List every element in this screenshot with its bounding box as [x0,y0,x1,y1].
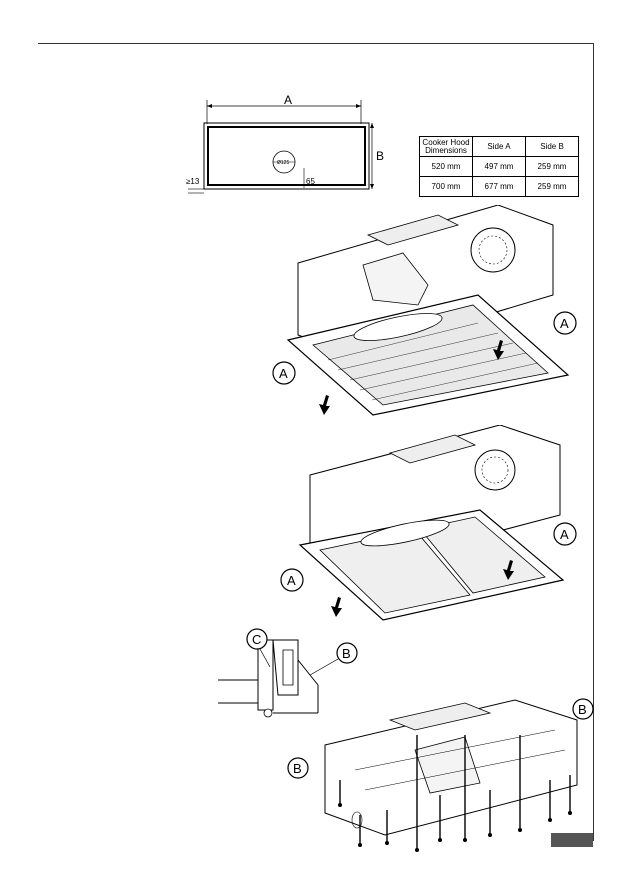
callout-b-circle [336,642,358,664]
callout-a-label: A [560,316,569,331]
table-cell: 677 mm [472,176,526,197]
callout-a-label: A [560,527,569,542]
callout-a-circle: A [553,311,577,335]
page-tab-marker [551,833,593,847]
table-cell: 700 mm [419,176,473,197]
table-cell: 259 mm [525,156,579,177]
table-header: Cooker Hood Dimensions [419,136,473,157]
callout-a-label: A [287,573,296,588]
table-header: Side A [472,136,526,157]
table-cell: 520 mm [419,156,473,177]
callout-c-label: C [252,632,261,647]
table-header-row: Cooker Hood Dimensions Side A Side B [419,136,579,157]
min-gap-label: ≥13 [186,177,200,186]
table-cell: 497 mm [472,156,526,177]
cutout-dimension-drawing: A B Ø125 65 ≥13 [186,93,384,194]
dimension-b-label: B [376,149,384,163]
clip-detail-illustration: C B [218,628,358,718]
mounting-screws-illustration [324,699,578,852]
callout-c-circle [246,628,268,650]
table-row: 700 mm 677 mm 259 mm [419,176,579,197]
grease-filter-removal-illustration [286,205,570,416]
callout-a-circle: A [272,361,296,385]
table-row: 520 mm 497 mm 259 mm [419,156,579,177]
callout-a-circle: A [280,568,304,592]
carbon-filter-removal-illustration [298,425,565,621]
callout-b-circle: B [572,698,594,720]
duct-diameter-label: Ø125 [277,160,289,166]
callout-b-label: B [342,646,351,661]
callout-b-label: B [293,761,302,776]
page-edge-rule [593,43,594,841]
dimension-a-label: A [284,93,292,107]
offset-label: 65 [306,177,315,186]
callout-a-label: A [279,366,288,381]
table-header: Side B [525,136,579,157]
header-rule [38,43,594,44]
callout-b-label: B [578,702,587,717]
table-cell: 259 mm [525,176,579,197]
callout-a-circle: A [553,522,577,546]
callout-b-circle: B [287,757,309,779]
dimensions-table: Cooker Hood Dimensions Side A Side B 520… [419,136,579,197]
